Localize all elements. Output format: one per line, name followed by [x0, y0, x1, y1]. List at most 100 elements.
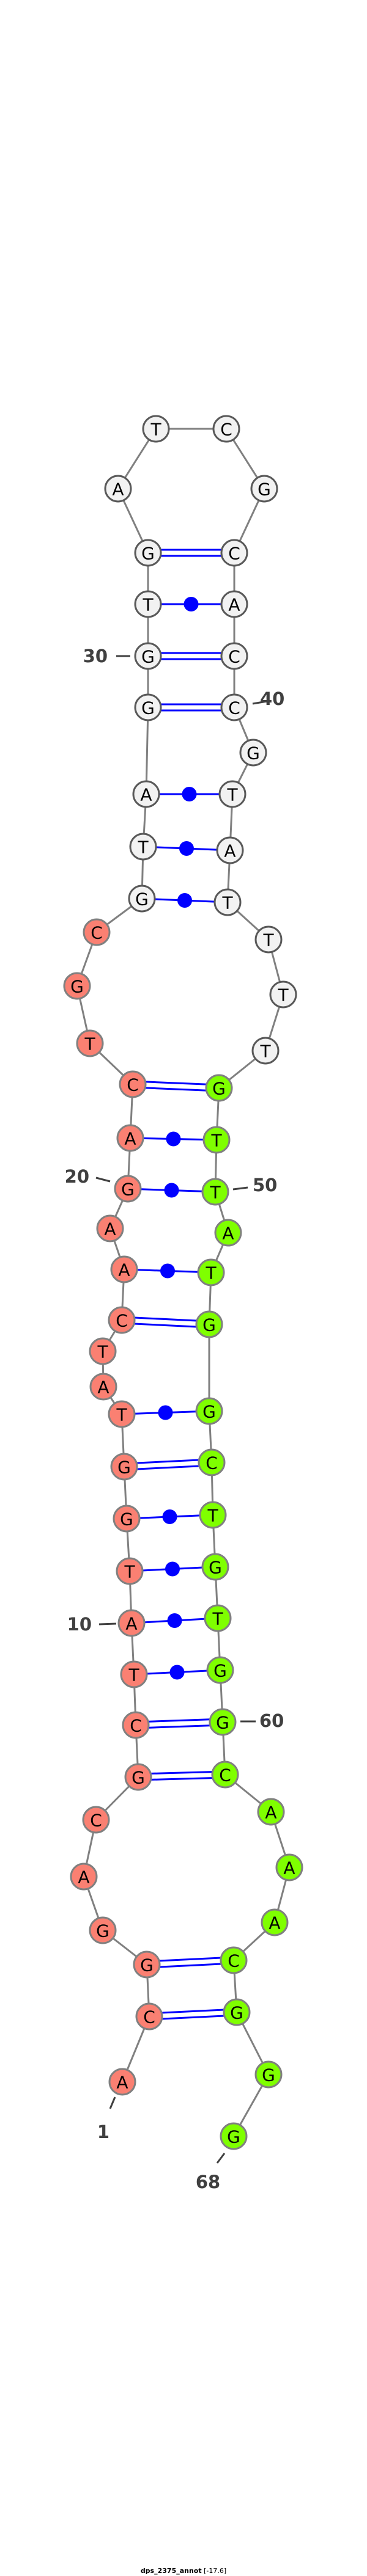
nucleotide-circle — [201, 1178, 229, 1206]
nucleotide-63: A — [275, 1853, 303, 1881]
nucleotide-letter: C — [228, 698, 240, 718]
nucleotide-circle — [70, 1863, 98, 1891]
nucleotide-letter: C — [228, 647, 240, 667]
nucleotide-circle — [254, 2060, 283, 2089]
nucleotide-letter: G — [121, 1180, 135, 1200]
nucleotide-letter: G — [258, 480, 271, 500]
base-pair — [135, 1718, 223, 1729]
nucleotide-letter: T — [205, 1263, 217, 1283]
base-pair — [138, 1770, 226, 1781]
nucleotide-letter: C — [228, 1951, 240, 1971]
nucleotide-circle — [135, 2002, 163, 2031]
nucleotide-letter: T — [97, 1342, 108, 1362]
nucleotide-circle — [220, 539, 248, 567]
nucleotide-circle — [122, 1711, 150, 1739]
nucleotide-letter: C — [220, 420, 232, 440]
nucleotide-letter: T — [210, 1131, 222, 1151]
nucleotide-letter: G — [132, 1768, 145, 1788]
nucleotide-circle — [120, 1660, 148, 1688]
pair-line — [147, 1962, 234, 1969]
nucleotide-circle — [113, 1505, 141, 1533]
nucleotide-letter: A — [222, 1224, 234, 1244]
base-pair — [131, 1613, 218, 1628]
nucleotide-letter: G — [227, 2127, 240, 2147]
nucleotide-28: A — [132, 780, 160, 808]
backbone-link — [145, 707, 149, 795]
nucleotide-35: C — [212, 415, 240, 443]
nucleotide-51: A — [214, 1219, 242, 1247]
nucleotide-circle — [142, 415, 170, 443]
nucleotide-letter: T — [124, 1562, 135, 1582]
nucleotide-letter: A — [104, 1219, 116, 1239]
nucleotide-62: A — [257, 1798, 285, 1826]
nucleotide-letter: G — [212, 1079, 226, 1099]
structure-energy: [-17.6] — [204, 2567, 226, 2575]
nucleotide-circle — [197, 1258, 225, 1286]
nucleotide-circle — [89, 1916, 117, 1944]
nucleotide-20: G — [114, 1175, 142, 1203]
pair-line — [138, 1776, 226, 1781]
position-label-30: 30 — [83, 646, 130, 666]
nucleotide-circle — [96, 1214, 124, 1242]
nucleotide-1: A — [108, 2068, 136, 2096]
nucleotide-circle — [199, 1501, 227, 1529]
nucleotide-letter: C — [91, 923, 103, 943]
label-number: 60 — [259, 1710, 284, 1731]
nucleotide-circle — [108, 2068, 136, 2096]
nucleotide-circle — [275, 1853, 303, 1881]
nucleotide-circle — [129, 833, 157, 861]
pair-line — [122, 1316, 210, 1323]
label-number: 30 — [83, 646, 108, 666]
nucleotide-39: C — [220, 642, 248, 670]
base-pair — [132, 1080, 220, 1092]
nucleotide-letter: T — [209, 1183, 221, 1203]
backbone — [76, 428, 291, 2137]
nucleotide-letter: C — [127, 1075, 139, 1095]
nucleotide-64: A — [261, 1908, 289, 1936]
nucleotide-60: G — [209, 1708, 237, 1736]
nucleotide-letter: G — [140, 1955, 154, 1976]
base-pair — [141, 893, 228, 908]
nucleotide-letter: T — [207, 1506, 218, 1526]
label-tick — [95, 1177, 111, 1183]
pair-line — [135, 1718, 223, 1723]
nucleotide-circle — [83, 918, 111, 946]
pair-dot — [182, 787, 197, 801]
nucleotide-letter: C — [143, 2007, 155, 2027]
base-pair — [143, 841, 231, 856]
nucleotide-circle — [116, 1557, 144, 1585]
position-label-10: 10 — [67, 1614, 117, 1635]
nucleotide-letter: T — [142, 595, 154, 615]
nucleotide-letter: A — [228, 595, 240, 615]
nucleotide-circle — [117, 1609, 146, 1637]
nucleotide-circle — [254, 925, 283, 954]
nucleotide-letter: A — [224, 841, 235, 861]
nucleotide-circle — [205, 1074, 233, 1102]
nucleotide-letter: A — [140, 785, 152, 805]
nucleotide-letter: T — [137, 837, 149, 858]
position-label-50: 50 — [232, 1175, 277, 1195]
nucleotide-letter: A — [118, 1260, 130, 1280]
nucleotide-circle — [202, 1126, 231, 1154]
nucleotide-circle — [213, 888, 242, 916]
nucleotide-48: G — [205, 1074, 233, 1102]
nucleotide-52: T — [197, 1258, 225, 1286]
nucleotide-10: A — [117, 1609, 146, 1637]
nucleotide-letter: A — [112, 480, 124, 500]
base-pair — [133, 1665, 221, 1680]
nucleotide-circle — [82, 1806, 110, 1834]
base-pair — [126, 1509, 213, 1524]
nucleotide-circle — [209, 1708, 237, 1736]
nucleotide-34: T — [142, 415, 170, 443]
pair-line — [138, 1770, 225, 1775]
nucleotide-circle — [201, 1553, 229, 1581]
nucleotide-circle — [198, 1448, 226, 1476]
nucleotide-circle — [76, 1029, 104, 1057]
nucleotide-42: T — [218, 780, 247, 808]
base-pair — [121, 1405, 210, 1420]
label-tick — [252, 700, 268, 705]
nucleotide-61: C — [211, 1761, 239, 1789]
nucleotide-32: G — [134, 539, 162, 567]
nucleotide-circle — [220, 590, 248, 618]
base-pairs — [121, 549, 237, 2021]
